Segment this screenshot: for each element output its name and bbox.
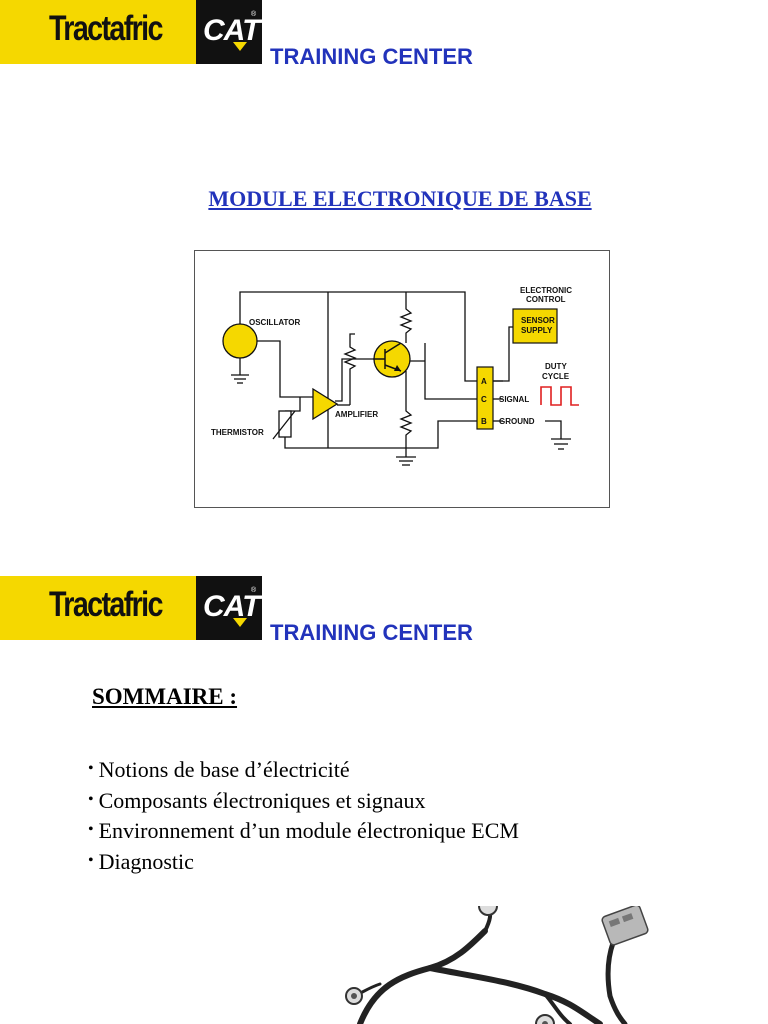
bullet: • — [88, 760, 94, 777]
bullet: • — [88, 790, 94, 808]
list-item-text: Environnement d’un module électronique E… — [98, 818, 519, 843]
bullet: • — [88, 851, 94, 869]
sommaire-heading: SOMMAIRE : — [92, 684, 238, 709]
cat-triangle-icon — [233, 42, 247, 51]
control-label: CONTROL — [526, 295, 566, 304]
cat-logo-text: CAT — [203, 14, 260, 47]
duty-label: DUTY — [545, 362, 567, 371]
oscillator-label: OSCILLATOR — [249, 318, 300, 327]
list-item-text: Notions de base d’électricité — [98, 757, 350, 782]
pin-a-label: A — [481, 377, 487, 386]
slide-2: Tractafric CAT ® TRAINING CENTER SOMMAIR… — [0, 576, 768, 1024]
pin-b-label: B — [481, 417, 487, 426]
tractafric-logo: Tractafric CAT ® — [0, 0, 262, 64]
cat-logo: CAT ® — [196, 576, 262, 640]
sensor-supply-box — [512, 308, 558, 344]
training-center-header: TRAINING CENTER — [270, 620, 473, 645]
cat-logo: CAT ® — [196, 0, 262, 64]
bullet: • — [88, 821, 94, 838]
oscillator-symbol — [222, 323, 258, 359]
list-item: •Environnement d’un module électronique … — [88, 815, 519, 846]
cat-triangle-icon — [233, 618, 247, 627]
list-item: •Notions de base d’électricité — [88, 754, 519, 785]
ground-label: GROUND — [499, 417, 535, 426]
slide-title: MODULE ELECTRONIQUE DE BASE — [208, 186, 592, 211]
cat-logo-text: CAT — [203, 590, 260, 623]
electronic-label: ELECTRONIC — [520, 286, 572, 295]
amplifier-label: AMPLIFIER — [335, 410, 378, 419]
pin-c-label: C — [481, 395, 487, 404]
cycle-label: CYCLE — [542, 372, 570, 381]
tractafric-logo: Tractafric CAT ® — [0, 576, 262, 640]
training-center-header: TRAINING CENTER — [270, 44, 473, 69]
wiring-harness-image — [345, 906, 649, 1024]
list-item-text: Composants électroniques et signaux — [98, 787, 426, 813]
list-item: •Diagnostic — [88, 846, 519, 877]
signal-label: SIGNAL — [499, 395, 529, 404]
summary-list: •Notions de base d’électricité •Composan… — [88, 754, 519, 876]
thermistor-label: THERMISTOR — [211, 428, 264, 437]
logo-brand-text: Tractafric — [49, 585, 163, 624]
registered-mark: ® — [251, 587, 257, 594]
list-item: •Composants électroniques et signaux — [88, 785, 519, 816]
logo-brand-text: Tractafric — [49, 9, 163, 48]
slide-1: Tractafric CAT ® TRAINING CENTER MODULE … — [0, 0, 610, 508]
circuit-diagram: OSCILLATOR THERMISTOR AMPLIFIER ELECTRON… — [194, 250, 610, 508]
circuit-diagram-svg: OSCILLATOR THERMISTOR AMPLIFIER ELECTRON… — [211, 286, 579, 466]
connector-block — [476, 366, 494, 430]
registered-mark: ® — [251, 11, 257, 18]
sensor-label: SENSOR — [521, 316, 555, 325]
duty-cycle-wave — [540, 386, 579, 406]
list-item-text: Diagnostic — [98, 848, 194, 874]
amplifier-symbol — [312, 387, 339, 421]
supply-label: SUPPLY — [521, 326, 553, 335]
